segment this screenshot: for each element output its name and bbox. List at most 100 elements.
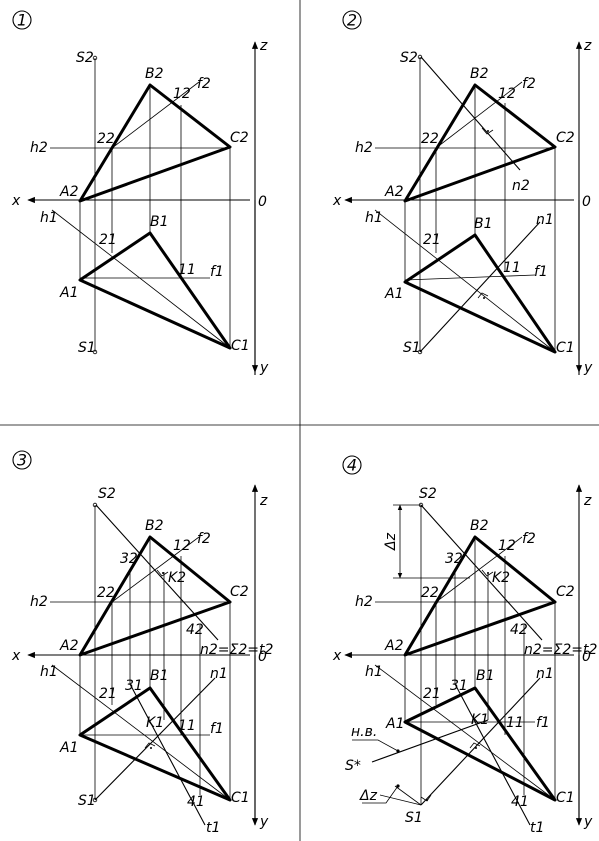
label-x: x <box>11 193 21 209</box>
panel-2: 2 S2 B2 12 f2 h2 22 C2 A2 n2 x <box>332 10 593 376</box>
label-n1: n1 <box>536 212 554 228</box>
label-12: 12 <box>498 538 516 554</box>
label-x: x <box>332 193 342 209</box>
label-31: 31 <box>125 678 143 694</box>
right-angle-mark-1 <box>144 742 156 749</box>
label-h1: h1 <box>40 210 58 226</box>
label-12: 12 <box>498 86 516 102</box>
right-angle-dot <box>426 799 428 801</box>
label-s1: S1 <box>78 340 96 356</box>
label-b2: B2 <box>470 518 489 534</box>
label-z: z <box>259 493 268 509</box>
label-b2: B2 <box>145 66 164 82</box>
label-y: y <box>259 360 269 376</box>
label-22: 22 <box>421 131 439 147</box>
label-s2: S2 <box>98 486 116 502</box>
label-origin: 0 <box>582 649 591 665</box>
f2-line <box>111 536 200 603</box>
label-c2: C2 <box>556 130 575 146</box>
label-c2: C2 <box>230 584 249 600</box>
panel-number-circle <box>342 455 362 475</box>
label-h2: h2 <box>355 594 373 610</box>
label-f2: f2 <box>522 531 536 547</box>
label-x: x <box>332 648 342 664</box>
label-n1: n1 <box>536 666 554 682</box>
label-eq: n2=Σ2=t2 <box>524 642 597 658</box>
triangle-horizontal <box>78 231 232 350</box>
right-angle-dot <box>162 572 164 574</box>
n1-line <box>419 221 541 353</box>
triangle-frontal <box>403 83 557 203</box>
n2-line <box>420 504 543 641</box>
label-f2: f2 <box>197 76 211 92</box>
label-y: y <box>583 814 593 830</box>
label-c1: C1 <box>231 338 250 354</box>
s1-point <box>417 349 423 355</box>
label-h2: h2 <box>30 594 48 610</box>
n2-line <box>420 56 521 171</box>
t1-line <box>454 683 531 826</box>
label-s-star: S* <box>345 758 361 774</box>
label-b1: B1 <box>150 214 169 230</box>
label-a2: A2 <box>59 638 79 654</box>
h1-line <box>51 664 231 801</box>
right-angle-mark-2 <box>481 569 494 577</box>
label-22: 22 <box>97 585 115 601</box>
right-angle-dot <box>475 747 477 749</box>
label-c1: C1 <box>556 790 575 806</box>
label-y: y <box>259 814 269 830</box>
panel-4: 4 <box>332 455 597 836</box>
label-h1: h1 <box>365 664 383 680</box>
label-y: y <box>583 360 593 376</box>
label-c1: C1 <box>231 790 250 806</box>
triangle-horizontal <box>403 686 557 802</box>
label-origin: 0 <box>258 194 267 210</box>
triangle-horizontal <box>78 686 232 802</box>
panel-1: 1 S2 B2 12 f2 h2 22 C2 A2 x 0 <box>11 10 269 376</box>
label-c2: C2 <box>230 130 249 146</box>
dz-offset-line <box>379 794 422 806</box>
true-size-line <box>371 719 489 763</box>
right-angle-mark-2 <box>481 127 494 135</box>
label-32: 32 <box>120 551 138 567</box>
label-22: 22 <box>97 131 115 147</box>
s2-point <box>417 54 423 60</box>
label-z: z <box>259 38 268 54</box>
label-origin: 0 <box>258 649 267 665</box>
label-h1: h1 <box>40 664 58 680</box>
label-f2: f2 <box>522 76 536 92</box>
label-origin: 0 <box>582 194 591 210</box>
panel-number-circle <box>12 450 32 470</box>
label-11: 11 <box>178 718 196 734</box>
label-42: 42 <box>186 622 204 638</box>
panel-number: 3 <box>17 451 27 470</box>
label-dz2: Δz <box>359 788 378 804</box>
label-a1: A1 <box>59 740 78 756</box>
label-22: 22 <box>421 585 439 601</box>
nv-leader <box>352 739 399 752</box>
label-h2: h2 <box>355 140 373 156</box>
triangle-frontal <box>78 83 232 203</box>
label-h1: h1 <box>365 210 383 226</box>
panel-number: 4 <box>347 456 357 475</box>
label-s1: S1 <box>78 793 96 809</box>
label-21: 21 <box>99 232 117 248</box>
f2-line <box>111 81 200 149</box>
right-angle-dot <box>487 572 489 574</box>
panel-number: 2 <box>347 11 357 30</box>
label-11: 11 <box>506 715 524 731</box>
panel-number: 1 <box>17 11 27 30</box>
label-41: 41 <box>187 794 205 810</box>
dz-offset-line-2 <box>394 785 422 806</box>
label-k1: K1 <box>146 715 164 731</box>
label-21: 21 <box>423 232 441 248</box>
label-21: 21 <box>423 686 441 702</box>
label-s2: S2 <box>400 50 418 66</box>
label-a1: A1 <box>59 285 78 301</box>
label-11: 11 <box>503 260 521 276</box>
label-12: 12 <box>173 86 191 102</box>
label-z: z <box>583 493 592 509</box>
panel-number-circle <box>342 10 362 30</box>
s2-point <box>92 55 98 61</box>
label-c2: C2 <box>556 584 575 600</box>
